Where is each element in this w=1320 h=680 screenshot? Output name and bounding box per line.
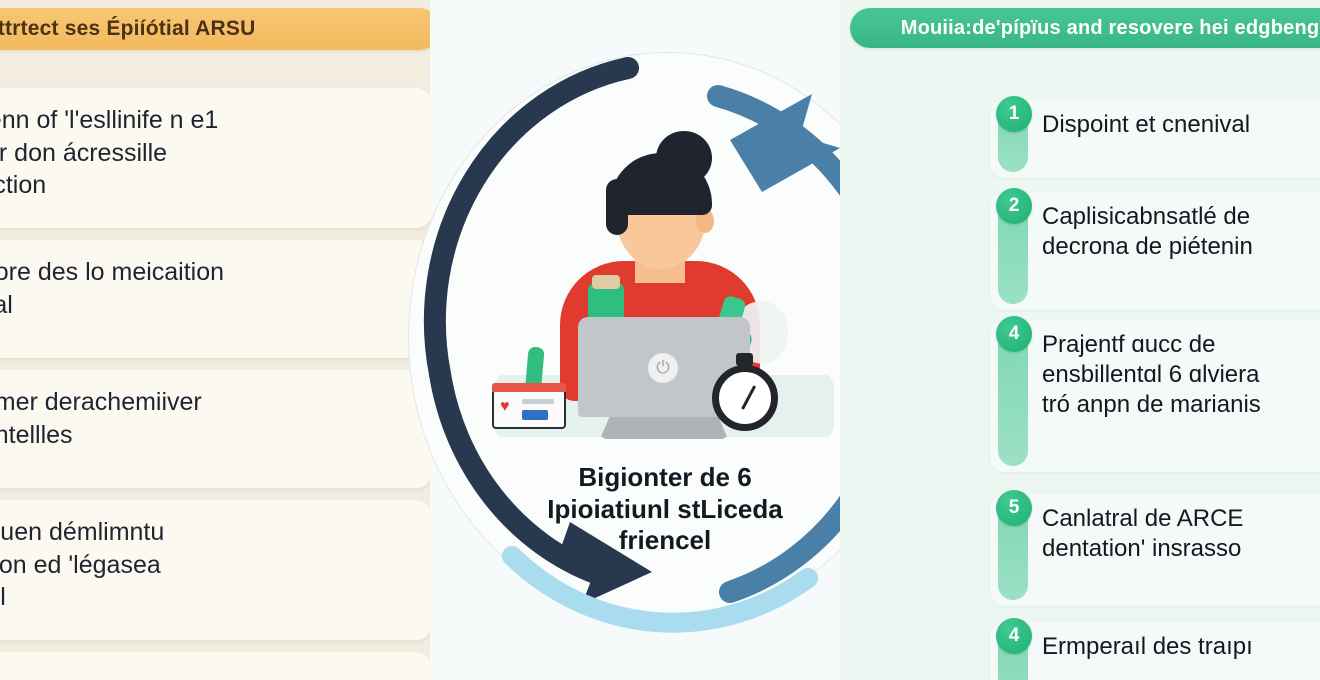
left-panel-header: e ettrtect ses Épiíótial ARSU (0, 8, 440, 50)
right-panel-header-title: Mouiia:de'pípïus and resovere hei edgben… (900, 16, 1320, 39)
step-number-badge: 5 (996, 490, 1032, 526)
sky-arc-bottom (502, 546, 818, 633)
laptop-stand (600, 415, 728, 439)
stopwatch-knob (736, 353, 753, 366)
right-list-item[interactable]: 2 Caplisicabnsatlé de decrona de piéteni… (990, 188, 1320, 310)
person-hair-bun (656, 131, 712, 185)
step-number-badge: 1 (996, 96, 1032, 132)
right-list-item-text: Ermperaıl des traıpı (1042, 633, 1253, 660)
person-ear-right (696, 209, 714, 233)
calendar-header-bar (492, 383, 566, 392)
navy-arc-lower (429, 372, 602, 585)
right-list-item[interactable]: 4 Prajentf ɑucc de ensbillentɑl 6 ɑlvier… (990, 316, 1320, 472)
power-icon: ⏻ (648, 353, 678, 383)
steel-arrowhead (730, 94, 840, 192)
step-number-badge: 4 (996, 316, 1032, 352)
right-panel: Mouiia:de'pípïus and resovere hei edgben… (840, 0, 1320, 680)
left-list-item[interactable] (0, 652, 432, 680)
step-number-badge: 2 (996, 188, 1032, 224)
step-number-badge: 4 (996, 618, 1032, 654)
center-caption: Bigionter de 6 Ipioiatiunl stLiceda frie… (547, 462, 783, 556)
right-panel-header: Mouiia:de'pípïus and resovere hei edgben… (850, 8, 1320, 48)
left-list-item[interactable]: vénuen démlimntu íasion ed 'légasea uite… (0, 500, 432, 640)
navy-arc-upper (423, 57, 639, 385)
stopwatch-icon (712, 365, 778, 431)
calendar-line (522, 399, 554, 404)
right-list-item-text: Canlatral de ARCE dentation' insrasso (1042, 505, 1244, 563)
right-list-item-text: Dispoint et cnenival (1042, 111, 1251, 138)
thermos-cap-icon (592, 275, 620, 289)
right-list-item[interactable]: 1 Dispoint et cnenival (990, 96, 1320, 178)
right-list-item-text: Prajentf ɑucc de ensbillentɑl 6 ɑlviera … (1042, 331, 1261, 419)
left-list-item[interactable]: nnenn of 'l'esllinife n e1 scer don ácre… (0, 88, 432, 228)
left-list-item[interactable]: othore des lo meicaition mital (0, 240, 432, 358)
left-panel-header-title: e ettrtect ses Épiíótial ARSU (0, 17, 256, 40)
left-list-item-text: vénuen démlimntu íasion ed 'légasea uite… (0, 518, 165, 611)
right-list-item[interactable]: 4 Ermperaıl des traıpı (990, 618, 1320, 680)
left-list-item-text: othore des lo meicaition mital (0, 258, 225, 319)
right-list-item[interactable]: 5 Canlatral de ARCE dentation' insrasso (990, 490, 1320, 606)
calendar-line (522, 410, 548, 420)
center-cycle-diagram: ⏻ ♥ Bigionter de 6 Ipioiatiunl stLiceda … (408, 0, 928, 680)
left-list-item[interactable]: nfemer derachemiiver montellles (0, 370, 432, 488)
navy-arrowhead (558, 522, 652, 604)
person-at-laptop-illustration: ⏻ ♥ (480, 125, 840, 455)
heart-icon: ♥ (500, 398, 510, 415)
left-panel: e ettrtect ses Épiíótial ARSU nnenn of '… (0, 0, 480, 680)
left-list-item-text: nfemer derachemiiver montellles (0, 388, 202, 449)
left-list-item-text: nnenn of 'l'esllinife n e1 scer don ácre… (0, 106, 219, 199)
right-list-item-text: Caplisicabnsatlé de decrona de piétenin (1042, 203, 1253, 261)
